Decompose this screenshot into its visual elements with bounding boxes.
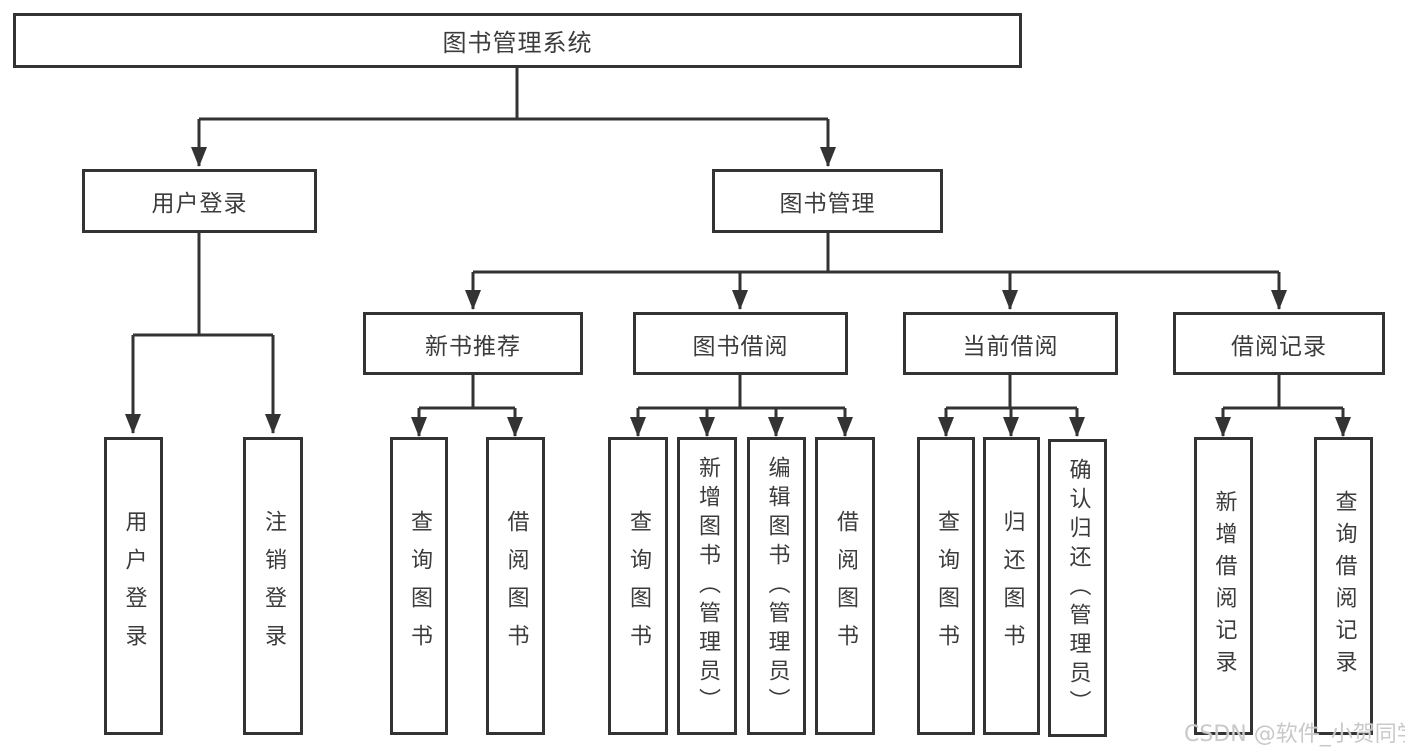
leaf-cb-confirm-return-admin: 确认归还（管理员） [1048, 439, 1107, 737]
leaf-label: 归还图书 [999, 510, 1025, 662]
leaf-cb-return-book: 归还图书 [983, 437, 1040, 735]
leaf-label: 新增图书（管理员） [695, 455, 720, 717]
leaf-label: 编辑图书（管理员） [764, 455, 790, 717]
leaf-logout: 注销登录 [243, 437, 303, 735]
leaf-bb-edit-book-admin: 编辑图书（管理员） [747, 437, 806, 735]
leaf-br-query-record: 查询借阅记录 [1314, 437, 1373, 735]
leaf-label: 借阅图书 [503, 510, 529, 662]
leaf-label: 借阅图书 [833, 510, 858, 662]
node-book-borrow: 图书借阅 [633, 312, 848, 375]
leaf-cb-query-book: 查询图书 [917, 437, 975, 735]
csdn-watermark: CSDN @软件_小贺同学 [1184, 722, 1405, 747]
leaf-label: 查询借阅记录 [1331, 490, 1357, 682]
leaf-label: 查询图书 [626, 510, 651, 662]
leaf-label: 用户登录 [121, 510, 147, 662]
node-user-login: 用户登录 [82, 169, 317, 233]
leaf-label: 新增借阅记录 [1211, 490, 1237, 682]
node-borrow-records: 借阅记录 [1173, 312, 1385, 375]
leaf-bb-query-book: 查询图书 [608, 437, 668, 735]
node-new-book-recommend: 新书推荐 [363, 312, 583, 375]
leaf-br-add-record: 新增借阅记录 [1194, 437, 1253, 735]
leaf-user-login: 用户登录 [104, 437, 163, 735]
leaf-bb-borrow-book: 借阅图书 [815, 437, 875, 735]
node-book-management: 图书管理 [712, 169, 943, 233]
leaf-nb-query-book: 查询图书 [390, 437, 448, 735]
leaf-label: 查询图书 [934, 510, 959, 662]
leaf-label: 注销登录 [261, 510, 286, 662]
leaf-bb-add-book-admin: 新增图书（管理员） [677, 437, 737, 735]
node-current-borrow: 当前借阅 [903, 312, 1118, 375]
leaf-nb-borrow-book: 借阅图书 [486, 437, 545, 735]
node-root: 图书管理系统 [13, 13, 1022, 68]
leaf-label: 查询图书 [407, 510, 432, 662]
leaf-label: 确认归还（管理员） [1065, 457, 1091, 719]
